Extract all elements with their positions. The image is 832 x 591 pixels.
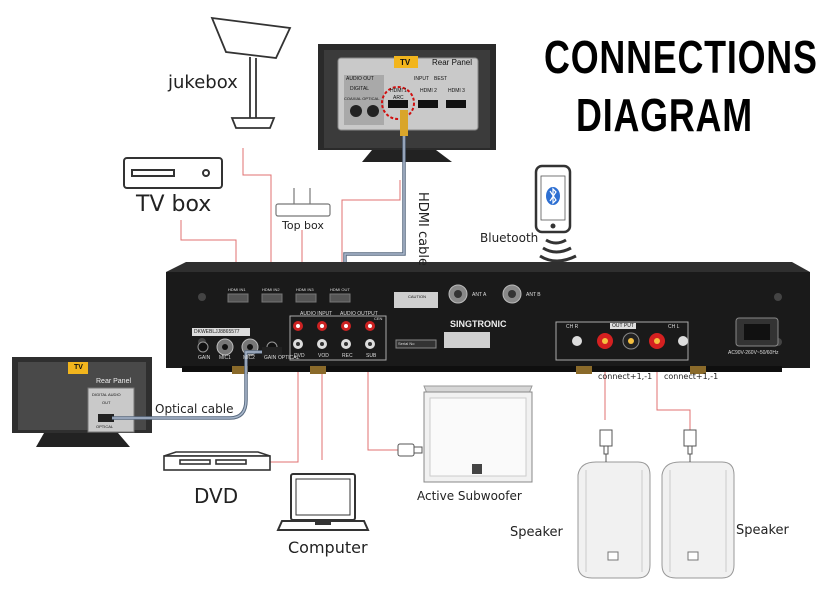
optical-cable (112, 347, 282, 420)
connect-right-label: connect+1,-1 (664, 372, 719, 381)
amp-gain-left: GAIN (198, 355, 211, 361)
subwoofer-label: Active Subwoofer (417, 489, 522, 503)
top-box-label: Top box (282, 219, 324, 232)
top-tv-input: INPUT (414, 76, 429, 82)
jukebox-icon (210, 16, 292, 129)
top-tv-hdmi1: HDMI 1 (390, 88, 407, 94)
speaker-right-label: Speaker (736, 523, 789, 538)
tv-box-icon (123, 157, 223, 189)
top-tv-hdmi3: HDMI 3 (448, 88, 465, 94)
top-tv-rear-panel: Rear Panel (432, 58, 473, 67)
amp-ch-l: CH L (668, 324, 680, 330)
amp-ch-r: CH R (566, 324, 579, 330)
amp-sub: SUB (366, 353, 377, 359)
amp-caution: CAUTION (408, 294, 426, 299)
top-tv-badge: TV (400, 58, 411, 67)
amp-hdmi-in3: HDMI IN3 (296, 287, 314, 292)
diagram-title-line1: CONNECTIONS (544, 31, 818, 83)
jukebox-label: jukebox (168, 72, 238, 93)
bluetooth-label: Bluetooth (480, 231, 539, 245)
computer-label: Computer (288, 538, 368, 557)
speaker-plugs (599, 429, 697, 462)
amp-audio-output: AUDIO OUTPUT (340, 311, 378, 317)
amp-mic1: MIC1 (219, 355, 231, 361)
left-tv-image (12, 357, 152, 447)
diagram-title-line2: DIAGRAM (576, 89, 753, 141)
left-tv-badge: TV (74, 364, 83, 371)
hdmi-cable-label: HDMI cable (415, 192, 430, 266)
top-tv-coaxial-optical: COAXIAL OPTICAL (344, 96, 380, 101)
dvd-player-icon (163, 451, 271, 471)
top-tv-hdmi2: HDMI 2 (420, 88, 437, 94)
subwoofer-image (423, 385, 533, 483)
amp-hdmi-in1: HDMI IN1 (228, 287, 246, 292)
wireless-waves-icon (539, 238, 577, 263)
amp-power-rating: AC90V-260V~50/60Hz (728, 350, 779, 356)
amp-hdmi-in2: HDMI IN2 (262, 287, 280, 292)
amp-optical: OPTICAL (278, 355, 300, 361)
amp-vod: VOD (318, 353, 329, 359)
amp-cen: CEN (374, 316, 383, 321)
amp-gain-right: GAIN (264, 355, 277, 361)
optical-cable-label: Optical cable (155, 402, 234, 416)
left-tv-out: OUT (102, 400, 111, 405)
amp-rec: REC (342, 353, 353, 359)
amp-serial-no: Serial No (398, 341, 415, 346)
phone-icon (534, 164, 572, 234)
laptop-icon (276, 473, 370, 531)
amp-brand: SINGTRONIC (450, 319, 507, 329)
amp-audio-input: AUDIO INPUT (300, 311, 333, 317)
tv-box-label: TV box (136, 192, 212, 217)
left-tv-rear-panel: Rear Panel (96, 378, 132, 385)
top-box-icon (275, 188, 331, 217)
top-tv-best: BEST (434, 76, 448, 82)
left-tv-optical: OPTICAL (96, 424, 114, 429)
speaker-left-image (577, 461, 651, 579)
rca-plug-subwoofer (397, 443, 423, 457)
speaker-left-label: Speaker (510, 525, 563, 540)
top-tv-digital: DIGITAL (350, 86, 370, 92)
top-tv-image (318, 44, 496, 162)
amp-mic2: MIC2 (243, 355, 255, 361)
left-tv-digital-audio: DIGITAL AUDIO (92, 392, 121, 397)
amp-ant-a: ANT A (472, 292, 487, 298)
amp-ant-b: ANT B (526, 292, 541, 298)
connect-left-label: connect+1,-1 (598, 372, 653, 381)
speaker-right-image (661, 461, 735, 579)
amplifier-image (166, 262, 810, 374)
top-tv-audio-out: AUDIO OUT (346, 76, 374, 82)
top-tv-arc: ARC (393, 95, 404, 101)
amp-output: OUT PUT (610, 323, 636, 329)
amp-serial: DKWEBLJJ8865577 (194, 329, 240, 335)
dvd-label: DVD (194, 484, 239, 508)
amp-dvd: DVD (294, 353, 305, 359)
amp-hdmi-out: HDMI OUT (330, 287, 350, 292)
rca-jacks (293, 321, 375, 349)
